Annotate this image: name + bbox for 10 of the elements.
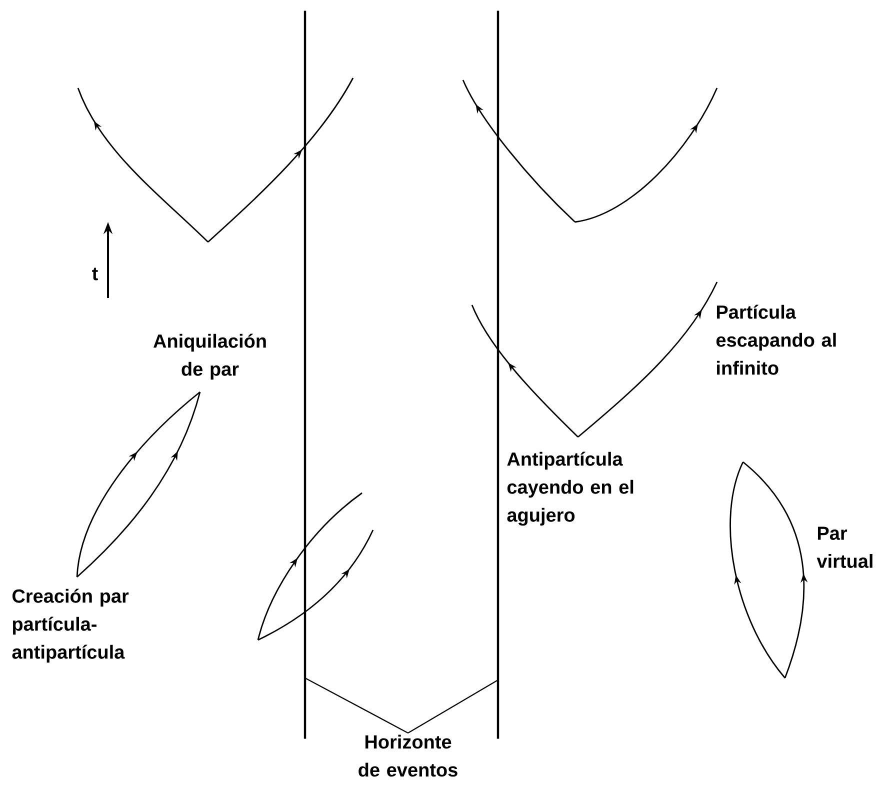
annotation-label: Aniquilación de par	[153, 334, 266, 380]
event-horizon-line	[496, 10, 500, 739]
annotation-label: Antipartícula cayendo en el agujero	[507, 452, 634, 526]
annotation-label: Partícula escapando al infinito	[716, 304, 836, 375]
horizon-label: Horizonte de eventos	[358, 734, 458, 777]
leader-line	[304, 677, 408, 734]
annotation-label: Creación par partícula-antipartícula	[12, 588, 129, 663]
annotation-label: Par virtual	[816, 526, 872, 568]
annotation-label: t	[92, 268, 98, 280]
leader-line	[408, 679, 498, 734]
